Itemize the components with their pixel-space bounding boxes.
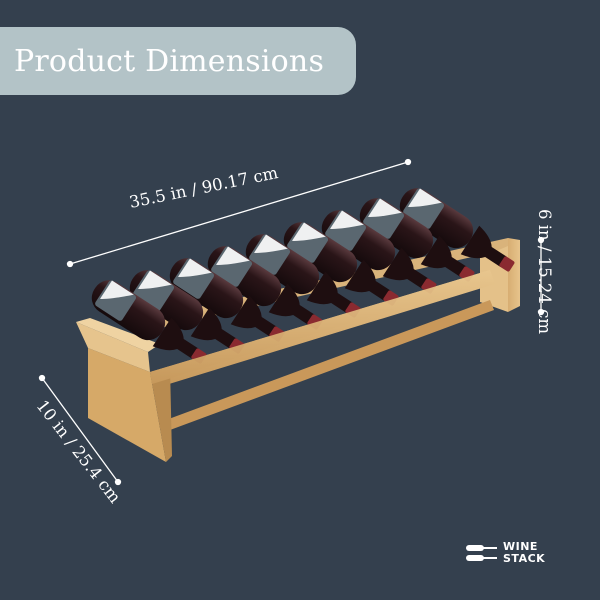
bottle-logo-icon (466, 545, 497, 561)
bottle-group (91, 188, 515, 364)
wine-bottle (129, 270, 245, 354)
rack-left-panel (88, 348, 166, 462)
wine-bottle (321, 210, 437, 294)
width-dimension-line (66, 158, 412, 268)
title-banner: Product Dimensions (0, 27, 356, 95)
wine-stack-logo: WINE STACK (466, 541, 545, 565)
wine-bottle (207, 246, 323, 330)
rack-right-panel (508, 238, 520, 312)
wine-bottle (169, 258, 285, 342)
page-title: Product Dimensions (14, 43, 325, 79)
wine-bottle (359, 198, 475, 282)
rack-front-rail (150, 270, 492, 384)
wine-bottle (245, 234, 361, 318)
height-dimension-line (537, 236, 545, 316)
height-dimension-label: 6 in / 15.24 cm (535, 208, 555, 335)
depth-dimension-line (38, 374, 122, 486)
logo-line-1: WINE (503, 540, 538, 553)
logo-line-2: STACK (503, 552, 546, 565)
wine-bottle (399, 188, 515, 272)
